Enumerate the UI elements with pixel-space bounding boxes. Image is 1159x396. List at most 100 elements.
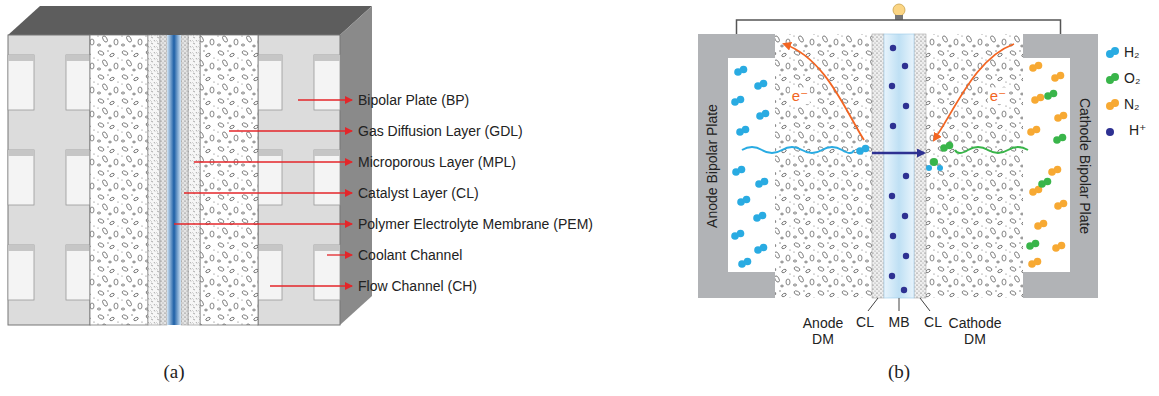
hydrogen-molecule <box>731 230 744 240</box>
channel <box>258 150 282 205</box>
microporous-layer <box>148 35 160 325</box>
channel <box>66 55 90 110</box>
legend-swatch-dot <box>1111 73 1119 81</box>
nitrogen-molecule <box>1054 112 1067 122</box>
layer-tick <box>868 298 930 311</box>
catalyst-layer <box>872 34 884 298</box>
plate-label: Anode Bipolar Plate <box>705 104 720 228</box>
channel-shade <box>314 245 340 251</box>
electron-label: e⁻ <box>790 87 810 104</box>
diffusion-medium <box>775 34 872 298</box>
membrane <box>167 35 181 325</box>
leader-arrow <box>327 254 352 255</box>
part-label: Bipolar Plate (BP) <box>358 92 469 108</box>
proton-dot <box>890 233 896 239</box>
water-molecule <box>926 165 932 171</box>
leader-arrow <box>298 99 352 100</box>
leader-arrow <box>270 285 352 286</box>
microporous-layer <box>188 35 200 325</box>
electron-path <box>784 44 864 140</box>
hydrogen-molecule <box>856 145 869 155</box>
gas-diffusion-layer <box>200 35 258 325</box>
block-top-face <box>8 6 372 35</box>
nitrogen-molecule <box>1028 258 1041 268</box>
proton-dot <box>890 123 896 129</box>
channel-shade <box>314 55 340 61</box>
hydrogen-molecule <box>738 258 751 268</box>
hydrogen-molecule <box>754 80 767 90</box>
channel <box>314 55 340 110</box>
hydrogen-molecule <box>737 196 750 206</box>
channel-shade <box>258 245 282 251</box>
nitrogen-molecule <box>1027 62 1067 268</box>
water-molecule <box>926 158 943 171</box>
microporous-layer <box>188 35 200 325</box>
flow-channel <box>728 58 775 272</box>
proton-dot <box>889 45 909 293</box>
bipolar-plate <box>1023 34 1098 298</box>
proton-dot <box>901 287 907 293</box>
nitrogen-molecule <box>1054 200 1067 210</box>
proton-dot <box>902 63 908 69</box>
nitrogen-molecule <box>1048 166 1061 176</box>
oxygen-molecule <box>940 142 953 152</box>
channel <box>314 245 340 300</box>
legend-swatch <box>1106 50 1114 58</box>
hydrogen-molecule <box>731 96 744 106</box>
legend-swatch <box>1106 102 1114 110</box>
water-molecule <box>930 158 938 166</box>
layer-label: Cathode DM <box>949 315 1002 347</box>
membrane <box>884 34 914 298</box>
part-label: Polymer Electrolyte Membrane (PEM) <box>358 216 593 232</box>
oxygen-molecule <box>1026 90 1066 250</box>
catalyst-layer <box>160 35 167 325</box>
nitrogen-molecule <box>1052 242 1065 252</box>
oxygen-molecule <box>1026 240 1039 250</box>
leader-arrow <box>174 223 352 224</box>
catalyst-layer <box>181 35 188 325</box>
nitrogen-molecule <box>1051 72 1064 82</box>
bipolar-plate <box>8 35 90 325</box>
channel <box>8 245 34 300</box>
oxygen-path <box>955 147 1028 153</box>
channel <box>258 245 282 300</box>
legend-row: H⁺ <box>1106 122 1147 138</box>
hydrogen-molecule <box>731 66 769 268</box>
proton-dot <box>890 45 896 51</box>
proton-dot <box>903 253 909 259</box>
legend-swatch-dot <box>1111 99 1119 107</box>
channel <box>314 150 340 205</box>
proton-dot <box>889 83 895 89</box>
channel-shade <box>66 150 90 156</box>
cell-block <box>8 6 372 325</box>
legend-swatch <box>1106 76 1114 84</box>
channel-shade <box>314 150 340 156</box>
legend-text: H₂ <box>1124 44 1140 60</box>
leader-arrow <box>174 100 352 286</box>
channel <box>8 55 34 110</box>
channel-shade <box>8 245 34 251</box>
legend-row: N₂ <box>1106 96 1140 112</box>
bipolar-plate <box>258 35 340 325</box>
electron-label: e⁻ <box>988 87 1008 104</box>
channel-shade <box>66 55 90 61</box>
gas-diffusion-layer <box>200 35 258 325</box>
channel <box>66 150 90 205</box>
electron-path <box>934 44 1014 140</box>
legend-swatch-dot <box>1111 47 1119 55</box>
legend-row: H₂ <box>1106 44 1140 60</box>
layer-label: CL <box>924 314 942 330</box>
catalyst-layer <box>872 34 884 298</box>
cell-cross-section <box>698 4 1098 311</box>
channel <box>258 55 282 110</box>
channel-shade <box>258 55 282 61</box>
oxygen-molecule <box>1044 90 1057 100</box>
legend-text: O₂ <box>1124 70 1140 86</box>
light-bulb <box>893 4 905 16</box>
hydrogen-molecule <box>753 212 766 222</box>
layer-tick <box>868 298 878 311</box>
proton-dot <box>889 273 895 279</box>
leader-arrow <box>184 192 352 193</box>
diffusion-medium <box>926 34 1023 298</box>
proton-dot <box>903 173 909 179</box>
